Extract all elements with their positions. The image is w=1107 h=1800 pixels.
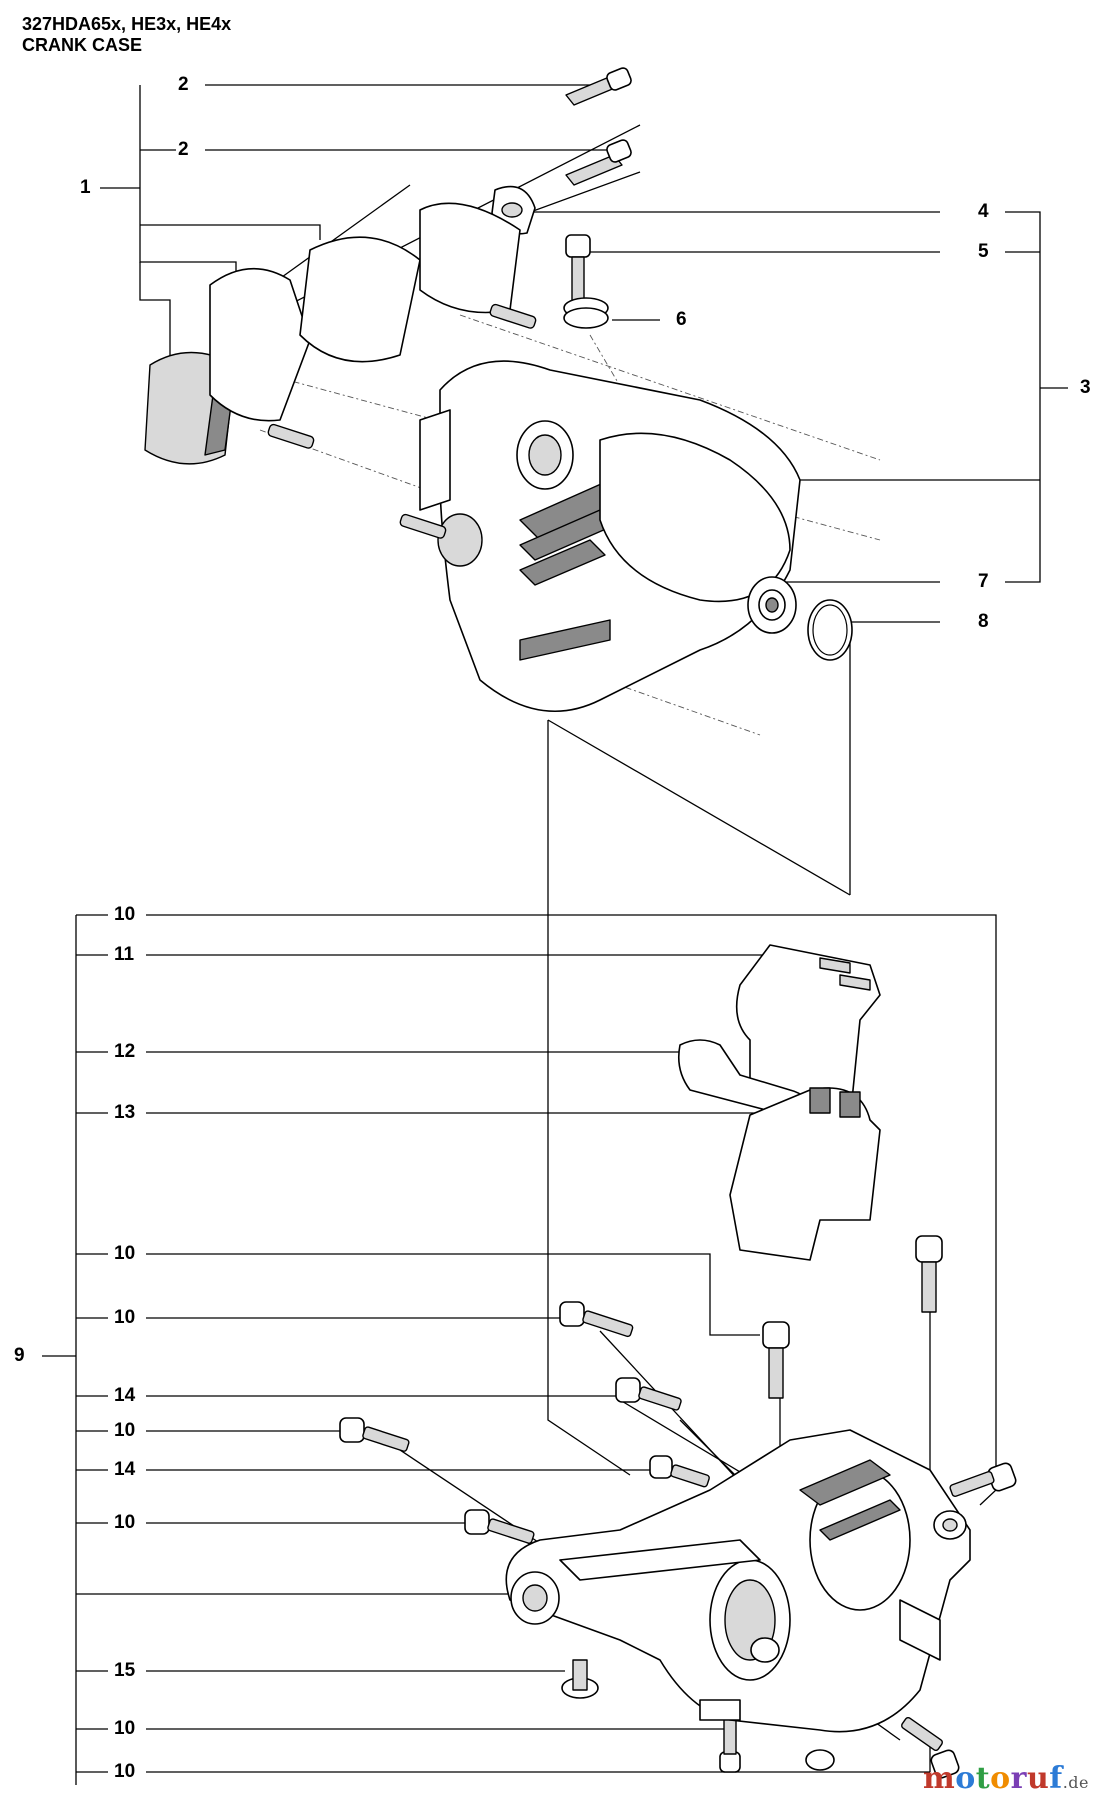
callout-5: 5 — [978, 241, 989, 262]
callout-9: 9 — [14, 1345, 25, 1366]
callout-10-b: 10 — [114, 1243, 136, 1264]
callout-4: 4 — [978, 201, 989, 222]
callout-13: 13 — [114, 1102, 136, 1123]
callout-10-g: 10 — [114, 1761, 136, 1782]
callout-10-f: 10 — [114, 1718, 136, 1739]
spring-clip-6 — [563, 297, 609, 329]
callout-1: 1 — [80, 177, 91, 198]
callout-11: 11 — [114, 944, 135, 965]
callout-3: 3 — [1080, 377, 1091, 398]
small-screws-upper — [267, 303, 537, 539]
cylinder-sleeve-1 — [144, 202, 521, 465]
callout-2-second: 2 — [178, 139, 189, 160]
callout-6: 6 — [676, 309, 687, 330]
bearing-7 — [747, 576, 797, 634]
model-title: 327HDA65x, HE3x, HE4x — [22, 14, 232, 34]
callout-14-b: 14 — [114, 1459, 136, 1480]
callout-10-c: 10 — [114, 1307, 136, 1328]
gasket-11 — [735, 944, 881, 1121]
bolts-lower — [339, 1235, 1017, 1779]
callout-15: 15 — [114, 1660, 136, 1681]
callout-10-e: 10 — [114, 1512, 136, 1533]
callout-2-top: 2 — [178, 74, 189, 95]
section-title: CRANK CASE — [22, 35, 143, 55]
screw-2-top — [565, 67, 632, 106]
callout-10-d: 10 — [114, 1420, 136, 1441]
screw-part-5 — [565, 234, 591, 308]
leader-lines-lower — [42, 914, 997, 1785]
crank-case-half-3 — [419, 360, 801, 712]
insulator-13 — [729, 1087, 881, 1261]
retaining-ring-8 — [807, 599, 853, 661]
lower-crank-case-9 — [505, 1429, 971, 1771]
callout-7: 7 — [978, 571, 989, 592]
callout-14-a: 14 — [114, 1385, 136, 1406]
callout-8: 8 — [978, 611, 989, 632]
callout-12: 12 — [114, 1041, 136, 1062]
callout-10-a: 10 — [114, 904, 136, 925]
watermark-logo: motoruf.de — [923, 1761, 1089, 1796]
screw-2-second — [565, 139, 632, 186]
